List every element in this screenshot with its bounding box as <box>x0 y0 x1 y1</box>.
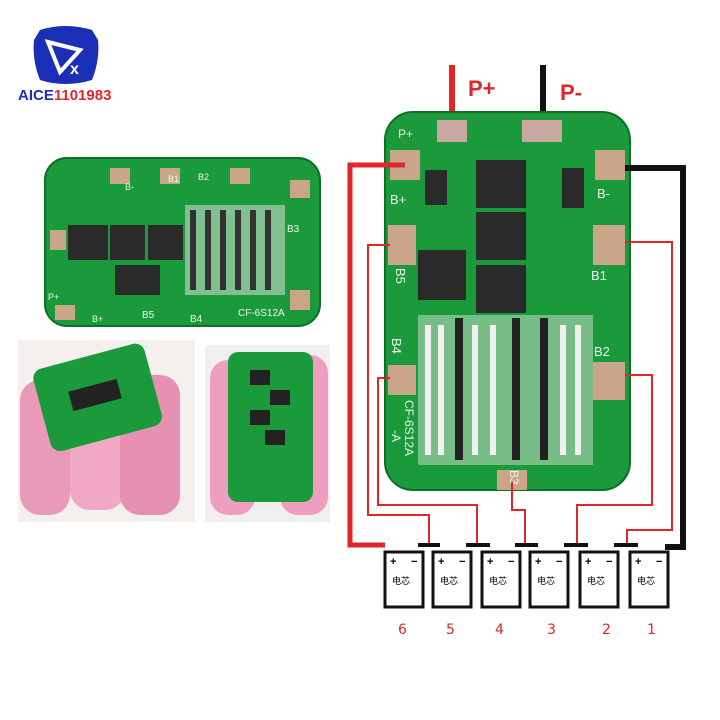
b-minus-wire <box>625 165 686 550</box>
cell-plus: + <box>585 556 591 568</box>
b-plus-wire <box>347 162 405 548</box>
small-label-b5: B5 <box>142 310 155 321</box>
cell-plus: + <box>487 556 493 568</box>
cell-number: 1 <box>647 622 656 638</box>
board-label-b1: B1 <box>591 268 607 283</box>
board-label-model: CF-6S12A <box>402 400 416 456</box>
board-label-model-suffix: -A <box>389 430 403 442</box>
cell-number: 3 <box>547 622 556 638</box>
cell-number: 5 <box>446 622 455 638</box>
small-label-b4: B4 <box>190 314 203 325</box>
small-label-p-plus: P+ <box>48 292 59 302</box>
cell-2: + − 电芯 2 <box>578 550 620 638</box>
small-label-b-plus: B+ <box>92 314 103 324</box>
cell-plus: + <box>390 556 396 568</box>
board-label-b5: B5 <box>393 268 408 284</box>
cell-minus: − <box>656 556 662 568</box>
cell-label: 电芯 <box>537 575 555 587</box>
cell-plus: + <box>438 556 444 568</box>
cell-number: 4 <box>495 622 504 638</box>
board-label-b4: B4 <box>389 338 404 354</box>
cell-minus: − <box>508 556 514 568</box>
cell-label: 电芯 <box>587 575 605 587</box>
cell-number: 2 <box>602 622 611 638</box>
cell-6: + − 电芯 6 <box>383 550 425 638</box>
small-label-b3: B3 <box>287 224 300 235</box>
board-label-b2: B2 <box>594 344 610 359</box>
small-label-b1: B1 <box>168 174 179 184</box>
cell-5: + − 电芯 5 <box>431 550 473 638</box>
shield-icon <box>33 26 99 84</box>
cell-minus: − <box>606 556 612 568</box>
cell-minus: − <box>459 556 465 568</box>
cell-label: 电芯 <box>489 575 507 587</box>
cell-plus: + <box>535 556 541 568</box>
brand-logo: x AICE1101983 <box>18 26 111 104</box>
battery-pack-photo-1 <box>18 340 195 522</box>
cell-minus: − <box>556 556 562 568</box>
brand-text: AICE1101983 <box>18 87 111 104</box>
cell-3: + − 电芯 3 <box>528 550 570 638</box>
cell-label: 电芯 <box>440 575 458 587</box>
small-board-photo: B- B3 B2 B1 B5 B4 P+ B+ CF-6S12A <box>44 157 321 327</box>
cell-label: 电芯 <box>392 575 410 587</box>
cell-plus: + <box>635 556 641 568</box>
battery-pack-photo-2 <box>205 345 330 522</box>
cell-label: 电芯 <box>637 575 655 587</box>
small-label-b2: B2 <box>198 172 209 182</box>
board-label-p-plus: P+ <box>398 127 413 141</box>
cell-row: + − 电芯 6 + − 电芯 5 + − 电芯 4 + <box>383 550 670 638</box>
svg-text:x: x <box>70 61 79 78</box>
cell-number: 6 <box>398 622 407 638</box>
balance-wires <box>367 241 673 545</box>
cell-1: + − 电芯 1 <box>628 550 670 638</box>
cell-minus: − <box>411 556 417 568</box>
p-plus-label: P+ <box>468 76 496 101</box>
wiring-diagram: P+ P- P+ B+ B- B1 B2 B3 B4 B5 CF-6S12A -… <box>347 65 686 638</box>
small-label-b-minus: B- <box>125 182 134 192</box>
small-label-model: CF-6S12A <box>238 308 285 319</box>
cell-4: + − 电芯 4 <box>480 550 522 638</box>
board-label-b-minus: B- <box>597 186 610 201</box>
board-label-b3: B3 <box>507 470 521 485</box>
p-minus-label: P- <box>560 80 582 105</box>
board-label-b-plus: B+ <box>390 192 406 207</box>
